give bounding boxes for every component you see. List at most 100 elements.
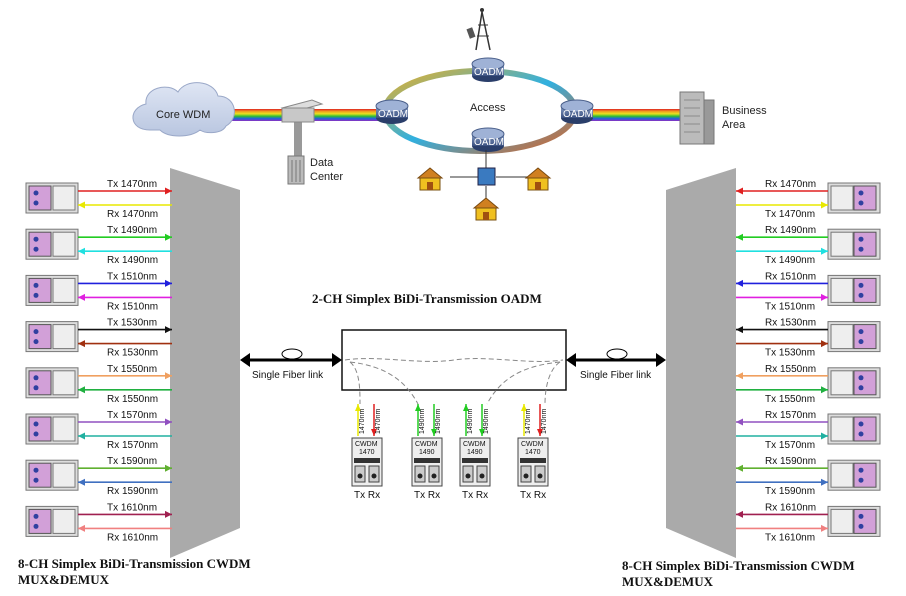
oadm-router: OADM (471, 57, 505, 82)
business-building-icon (679, 91, 715, 145)
cwdm-txrx-label: Tx Rx (354, 490, 380, 501)
left-channel-row: Tx 1530nm Rx 1530nm (25, 318, 172, 359)
cwdm-wavelength: 1490 (419, 449, 435, 456)
rainbow-cable-down (294, 118, 302, 156)
cwdm-wavelength: 1470 (525, 449, 541, 456)
right-title-line1: 8-CH Simplex BiDi-Transmission CWDM (622, 558, 855, 573)
left-channel-top-label: Tx 1470nm (107, 179, 157, 190)
oadm-router: OADM (375, 99, 409, 124)
right-channel-bottom-label: Tx 1550nm (765, 394, 815, 405)
oadm-label: OADM (378, 109, 408, 120)
hub-links (450, 150, 528, 200)
cwdm-label: CWDM (355, 441, 378, 448)
cwdm-fiber-label: 1470nm (525, 409, 532, 434)
oadm-label: OADM (474, 137, 504, 148)
left-channel-row: Tx 1610nm Rx 1610nm (25, 502, 172, 543)
left-channel-row: Tx 1490nm Rx 1490nm (25, 225, 172, 266)
left-mux-panel (170, 168, 240, 558)
left-channel-row: Tx 1470nm Rx 1470nm (25, 179, 172, 220)
phone-icon (466, 27, 476, 39)
right-channel-top-label: Rx 1550nm (765, 364, 816, 375)
cwdm-txrx-label: Tx Rx (520, 490, 546, 501)
core-wdm-cloud (132, 82, 235, 137)
right-channel-top-label: Rx 1590nm (765, 456, 816, 467)
cwdm-fiber-label: 1470nm (375, 409, 382, 434)
left-title-line1: 8-CH Simplex BiDi-Transmission CWDM (18, 556, 251, 571)
house-icon (416, 167, 444, 191)
left-channel-bottom-label: Rx 1570nm (107, 440, 158, 451)
left-channel-top-label: Tx 1590nm (107, 456, 157, 467)
fiber-link-label-left: Single Fiber link (252, 370, 324, 381)
left-channel-top-label: Tx 1530nm (107, 318, 157, 329)
left-channel-bottom-label: Rx 1550nm (107, 394, 158, 405)
right-channel-bottom-label: Tx 1590nm (765, 486, 815, 497)
right-channel-row: Rx 1590nm Tx 1590nm (736, 456, 881, 497)
left-channel-top-label: Tx 1610nm (107, 502, 157, 513)
right-channel-bottom-label: Tx 1510nm (765, 301, 815, 312)
cell-tower-icon (475, 8, 491, 51)
left-channel-bottom-label: Rx 1530nm (107, 348, 158, 359)
cwdm-txrx-label: Tx Rx (414, 490, 440, 501)
fiber-link-right (566, 348, 666, 367)
cwdm-fiber-label: 1470nm (359, 409, 366, 434)
left-channel-top-label: Tx 1490nm (107, 225, 157, 236)
cwdm-fiber-label: 1470nm (541, 409, 548, 434)
fiber-link-left (240, 348, 342, 367)
cwdm-fiber-label: 1490nm (467, 409, 474, 434)
left-channel-row: Tx 1570nm Rx 1570nm (25, 410, 172, 451)
left-title-line2: MUX&DEMUX (18, 572, 110, 587)
right-channel-top-label: Rx 1530nm (765, 318, 816, 329)
access-hub (477, 167, 496, 186)
left-channel-row: Tx 1550nm Rx 1550nm (25, 364, 172, 405)
right-channel-top-label: Rx 1470nm (765, 179, 816, 190)
left-channel-bottom-label: Rx 1610nm (107, 532, 158, 543)
house-icon (524, 167, 552, 191)
data-center-icon (287, 155, 305, 185)
left-channel-bottom-label: Rx 1470nm (107, 209, 158, 220)
cwdm-label: CWDM (521, 441, 544, 448)
right-mux-panel (666, 168, 736, 558)
right-channel-row: Rx 1530nm Tx 1530nm (736, 318, 881, 359)
fiber-link-label-right: Single Fiber link (580, 370, 652, 381)
left-channel-top-label: Tx 1510nm (107, 271, 157, 282)
oadm-router: OADM (560, 99, 594, 124)
right-channel-top-label: Rx 1490nm (765, 225, 816, 236)
oadm-box (341, 329, 567, 391)
right-channel-bottom-label: Tx 1530nm (765, 348, 815, 359)
data-center-label-2: Center (310, 171, 343, 183)
cwdm-fiber-label: 1490nm (435, 409, 442, 434)
left-channel-bottom-label: Rx 1510nm (107, 301, 158, 312)
oadm-title: 2-CH Simplex BiDi-Transmission OADM (312, 291, 542, 306)
right-channel-top-label: Rx 1610nm (765, 502, 816, 513)
right-channel-row: Rx 1490nm Tx 1490nm (736, 225, 881, 266)
right-channel-bottom-label: Tx 1570nm (765, 440, 815, 451)
right-channel-row: Rx 1550nm Tx 1550nm (736, 364, 881, 405)
cwdm-fiber-label: 1490nm (483, 409, 490, 434)
oadm-label: OADM (563, 109, 593, 120)
right-title-line2: MUX&DEMUX (622, 574, 714, 589)
cwdm-fiber-label: 1490nm (419, 409, 426, 434)
left-channel-top-label: Tx 1570nm (107, 410, 157, 421)
cwdm-txrx-label: Tx Rx (462, 490, 488, 501)
access-label: Access (470, 102, 506, 114)
left-channel-top-label: Tx 1550nm (107, 364, 157, 375)
cwdm-label: CWDM (463, 441, 486, 448)
right-channel-bottom-label: Tx 1490nm (765, 255, 815, 266)
oadm-router: OADM (471, 127, 505, 152)
rainbow-cable-right (585, 109, 680, 121)
oadm-label: OADM (474, 67, 504, 78)
business-label-2: Area (722, 119, 746, 131)
cwdm-wavelength: 1490 (467, 449, 483, 456)
left-channel-bottom-label: Rx 1490nm (107, 255, 158, 266)
core-wdm-label: Core WDM (156, 109, 210, 121)
right-channel-bottom-label: Tx 1610nm (765, 532, 815, 543)
